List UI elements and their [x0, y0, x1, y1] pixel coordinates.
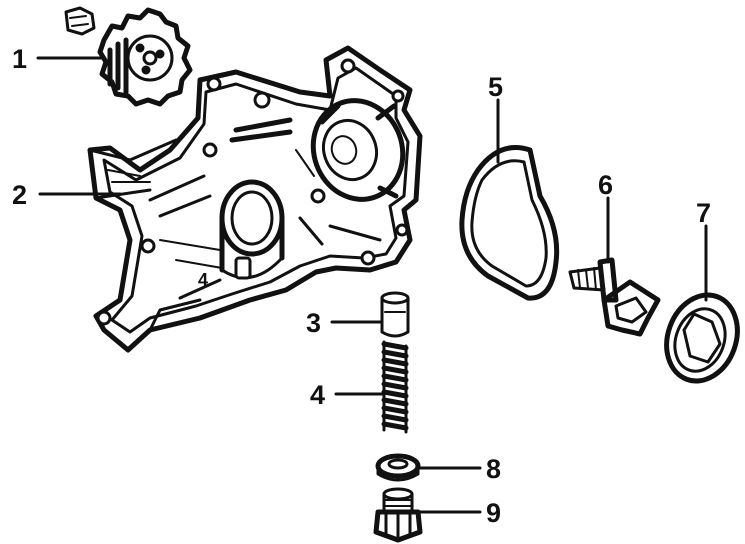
part-7-rotor: [664, 292, 740, 384]
callout-3: 3: [306, 308, 321, 338]
part-8-washer: [375, 453, 421, 482]
callout-5: 5: [488, 72, 503, 102]
leader-lines: [36, 56, 708, 514]
part-9-plug: [373, 487, 423, 543]
part-2-pump-housing: [87, 45, 423, 353]
housing-mark-4: 4: [198, 270, 208, 290]
callout-1: 1: [12, 44, 27, 74]
part-4-spring: [381, 340, 409, 434]
callout-2: 2: [12, 180, 27, 210]
part-3-plunger: [380, 291, 410, 338]
part-1-sprocket: [97, 7, 193, 107]
callout-8: 8: [486, 454, 501, 484]
callout-9: 9: [486, 498, 501, 528]
callout-7: 7: [696, 198, 711, 228]
part-6-shaft: [568, 257, 661, 337]
part-5-gasket: [459, 145, 560, 301]
callout-4: 4: [310, 380, 325, 410]
callout-6: 6: [598, 170, 613, 200]
part-1-bolt: [64, 6, 96, 36]
